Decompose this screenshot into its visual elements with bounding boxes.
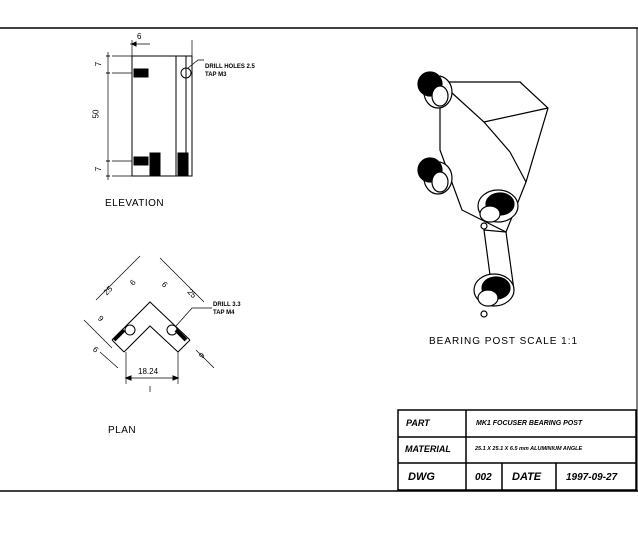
plan-caption: PLAN [108, 425, 137, 436]
plan-dim-span: 18.24 [138, 367, 159, 376]
title-block-part-label: PART [406, 418, 430, 428]
title-block-material-label: MATERIAL [405, 444, 451, 454]
title-block-material-value: 25.1 X 25.1 X 6.5 mm ALUMINIUM ANGLE [475, 446, 583, 452]
title-block-date-value: 1997-09-27 [566, 472, 618, 483]
title-block-part-value: MK1 FOCUSER BEARING POST [476, 420, 583, 427]
title-block-date-label: DATE [512, 471, 542, 483]
bearing-bottom [473, 273, 515, 318]
plan-tap-note: TAP M4 [213, 310, 235, 316]
elevation-caption: ELEVATION [105, 198, 165, 209]
elevation-dim-width: 6 [137, 32, 142, 41]
plan-drill-note: DRILL 3.3 [213, 302, 241, 308]
elevation-drill-note: DRILL HOLES 2.5 [205, 64, 255, 70]
plan-view [83, 255, 215, 392]
sheet-frame [0, 27, 638, 492]
bearing-middle [417, 157, 453, 195]
elevation-view [106, 40, 204, 180]
bearing-post-isometric [417, 71, 549, 318]
elevation-dim-height: 50 [91, 109, 101, 119]
iso-view-caption: BEARING POST SCALE 1:1 [429, 336, 579, 347]
title-block [397, 409, 637, 491]
title-block-dwg-value: 002 [475, 472, 492, 483]
elevation-dim-bottom: 7 [94, 166, 104, 172]
title-block-dwg-label: DWG [408, 471, 435, 483]
elevation-tap-note: TAP M3 [205, 72, 227, 78]
bearing-right [477, 189, 519, 230]
bearing-top [417, 71, 453, 109]
elevation-dim-top: 7 [94, 61, 104, 67]
